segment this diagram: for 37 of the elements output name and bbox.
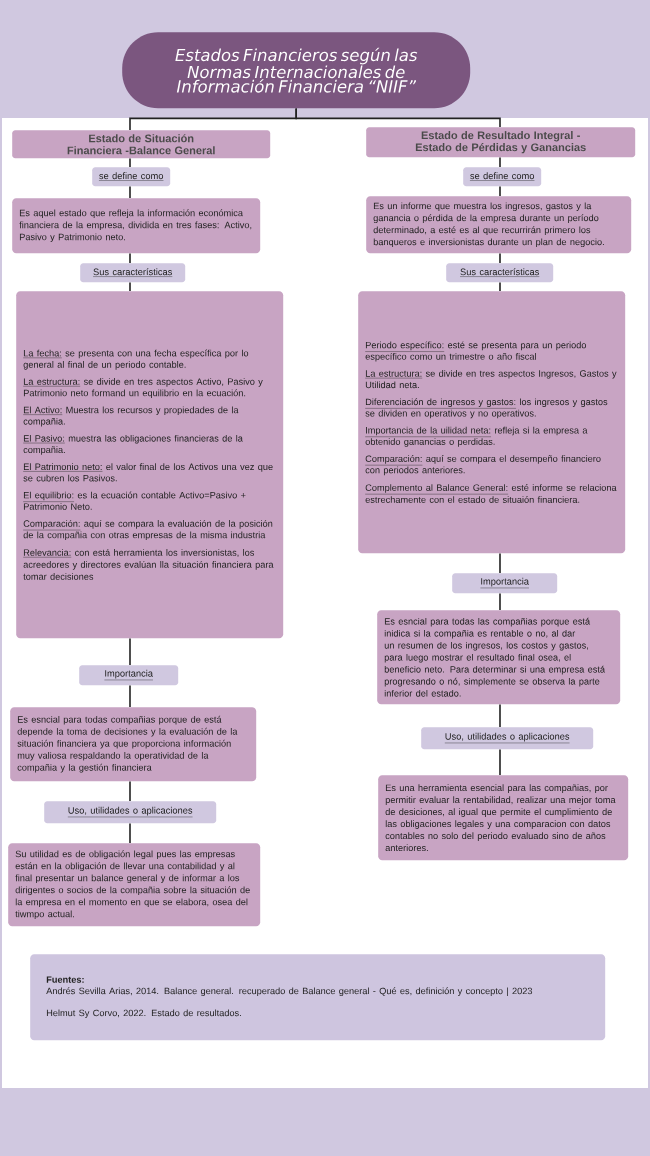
connector-line bbox=[499, 156, 501, 168]
list-box: La fecha: se presenta con una fecha específica por lo general al final de un periodo contable. La estructura: se divide en tres aspectos Activo, Pasivo y Patrimonio neto formand un equilibrio en la ecuación. El Activo: Muestra los recursos y propiedades de la compañia. El Pasivo: muestra las obligaciones financieras de la compañia. El Patrimonio neto: el valor final de los Activos una vez que se cubren los Pasivos. El equilibrio: es la ecuación contable Activo=Pasivo + Patrimonio Neto. Comparación: aquí se compara la evaluación de la posición de la compañia con otras empresas de la misma industria Relevancia: con está herramienta los inversionistas, los acreedores y directores evalúan lla situación financiera para tomar decisiones bbox=[16, 291, 284, 639]
connector-line bbox=[295, 107, 501, 128]
connector-line bbox=[129, 185, 131, 199]
connector-line bbox=[499, 703, 501, 728]
connector-label-box: Importancia bbox=[79, 665, 179, 686]
connector-line bbox=[129, 157, 131, 168]
connector-line bbox=[499, 281, 501, 292]
text-box: Es una herramienta esencial para las compañias, por permitir evaluar la rentabilidad, realizar una mejor toma de desiciones, al igual que permite el cumplimiento de las obligaciones legales y una comparacion con datos contables no solo del periodo evaluado sino de años anteriores. bbox=[378, 775, 629, 861]
connector-line bbox=[129, 684, 131, 708]
connector-line bbox=[499, 592, 501, 611]
connector-line bbox=[129, 637, 131, 666]
connector-line bbox=[499, 552, 501, 574]
text-box: Es un informe que muestra los ingresos, gastos y la ganancia o pérdida de la empresa durante un período determinado, a esté es al que recurrirán primero los banqueros e inversionistas durante un plan de negocio. bbox=[366, 196, 632, 254]
sources-box: Fuentes: Andrés Sevilla Arias, 2014. Balance general. recuperado de Balance general - Qué es, definición y concepto | 2023 Helmut Sy Corvo, 2022. Estado de resultados. bbox=[30, 954, 606, 1041]
connector-label-box: se define como bbox=[463, 167, 542, 187]
connector-label-box: Uso, utilidades o aplicaciones bbox=[44, 801, 217, 824]
connector-line bbox=[129, 252, 131, 264]
text-box: Es esncial para todas compañias porque de está depende la toma de decisiones y la evaluación de la situación financiera ya que proporciona información muy valiosa respaldando la operatividad de la compañia y la gestión financiera bbox=[10, 707, 257, 782]
connector-line bbox=[129, 780, 131, 802]
connector-label-box: Sus características bbox=[80, 263, 186, 283]
connector-line bbox=[499, 748, 501, 776]
list-box: Periodo específico: esté se presenta para un periodo específico como un trimestre o año fiscal La estructura: se divide en tres aspectos Ingresos, Gastos y Utilidad neta. Diferenciación de ingresos y gastos: los ingresos y gastos se dividen en operativos y no operativos. Importancia de la uilidad neta: refleja si la empresa a obtenido ganancias o perdidas. Comparación: aquí se compara el desempeño financiero con periodos anteriores. Complemento al Balance General: esté informe se relaciona estrechamente con el estado de situaión financiera. bbox=[358, 291, 626, 554]
connector-line bbox=[129, 281, 131, 292]
header-box: Estado de Situación Financiera -Balance General bbox=[12, 130, 271, 159]
text-box: Su utilidad es de obligación legal pues las empresas están en la obligación de llevar una contabilidad y al final presentar un balance general y de informar a los dirigentes o socios de la compañia sobre la situación de la empresa en el momento en que se elabora, osea del tiwmpo actual. bbox=[8, 843, 261, 927]
connector-label-box: Importancia bbox=[452, 573, 558, 594]
title-pill: Estados Financieros según las Normas Internacionales de Información Financiera “NIIF” bbox=[122, 32, 471, 109]
header-box: Estado de Resultado Integral - Estado de Pérdidas y Ganancias bbox=[366, 127, 636, 158]
connector-label-box: Uso, utilidades o aplicaciones bbox=[421, 727, 594, 750]
connector-label-box: Sus características bbox=[446, 263, 554, 283]
connector-line bbox=[129, 822, 131, 844]
connector-label-box: se define como bbox=[92, 167, 171, 187]
text-box: Es esncial para todas las compañias porque está inidica si la compañia es rentable o no, al dar un resumen de los ingresos, los costos y gastos, para luego mostrar el resultado final osea, el beneficio neto. Para determinar si una empresa está progresando o nó, simplemente se observa la parte inferior del estado. bbox=[377, 610, 621, 705]
connector-line bbox=[499, 252, 501, 264]
connector-line bbox=[499, 185, 501, 197]
text-box: Es aquel estado que refleja la información económica financiera de la empresa, dividida en tres fases: Activo, Pasivo y Patrimonio neto. bbox=[12, 198, 261, 254]
